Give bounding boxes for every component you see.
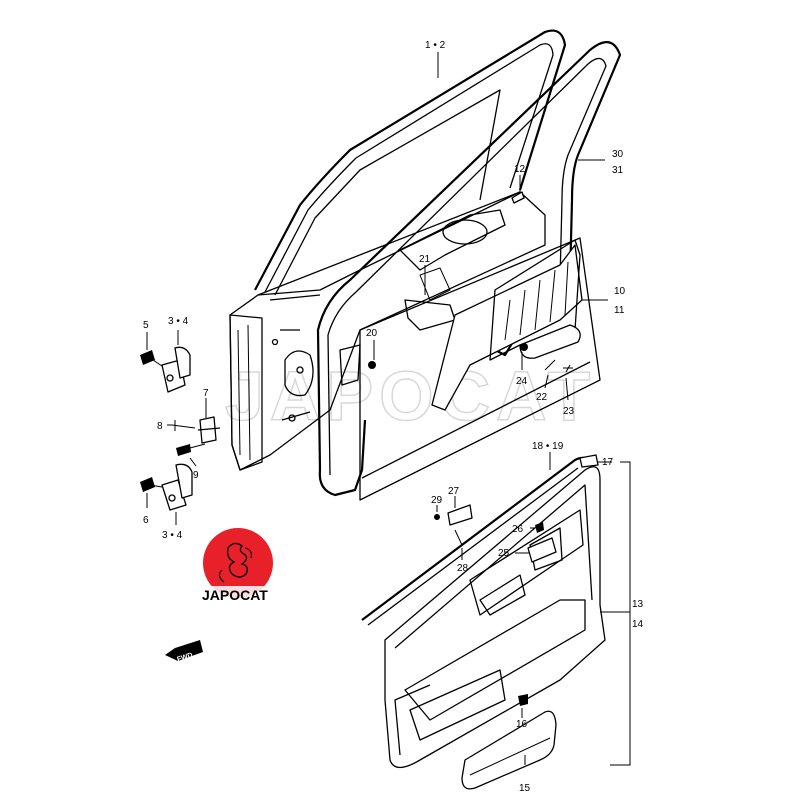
cap-17 (579, 454, 599, 468)
callout-18-19: 18 • 19 (532, 441, 564, 452)
callout-9: 9 (193, 470, 199, 481)
callout-3-4-lower: 3 • 4 (162, 530, 183, 541)
callout-15: 15 (519, 783, 531, 794)
brand-logo: JAPOCAT (198, 528, 280, 603)
clip-24 (520, 343, 528, 351)
door-check (197, 416, 221, 444)
window-regulator (489, 239, 581, 361)
screw-8 (171, 420, 196, 431)
callout-30: 30 (612, 149, 624, 160)
clip-20 (368, 361, 376, 369)
callout-23: 23 (563, 406, 575, 417)
lower-hinge (161, 463, 193, 511)
logo-cat-icon (226, 542, 248, 578)
upper-hinge (161, 346, 191, 393)
leader-lines (146, 52, 631, 766)
forward-direction-tag: FWD (165, 640, 203, 664)
callout-12: 12 (514, 164, 526, 175)
callout-16: 16 (516, 719, 528, 730)
handle-25 (527, 537, 557, 563)
callout-7: 7 (203, 388, 209, 399)
screw-22 (544, 359, 556, 371)
callout-31: 31 (612, 165, 624, 176)
callout-26: 26 (512, 524, 524, 535)
bolt-5 (140, 350, 163, 367)
callout-27: 27 (448, 486, 460, 497)
logo-red-circle (203, 528, 273, 598)
callout-25: 25 (498, 548, 510, 559)
callout-21: 21 (419, 254, 431, 265)
callout-14: 14 (632, 619, 644, 630)
callout-22: 22 (536, 392, 548, 403)
callout-1-2: 1 • 2 (425, 40, 446, 51)
clip-16 (518, 694, 528, 706)
door-shell (229, 29, 567, 471)
callout-20: 20 (366, 328, 378, 339)
callout-28: 28 (457, 563, 469, 574)
door-trim-panel (384, 466, 606, 769)
logo-wordmark: JAPOCAT (202, 587, 268, 603)
armrest (461, 710, 557, 790)
callout-5: 5 (143, 320, 149, 331)
fwd-label: FWD (176, 652, 193, 664)
bolt-6 (140, 477, 163, 492)
plug-12 (511, 191, 525, 204)
callout-11: 11 (614, 305, 625, 316)
callout-13: 13 (632, 599, 644, 610)
pin-9 (176, 443, 206, 456)
screw-26 (535, 522, 544, 533)
callout-10: 10 (614, 286, 626, 297)
callout-17: 17 (602, 457, 614, 468)
callout-labels: 1 • 2 30 31 12 21 10 11 20 24 22 23 5 3 … (143, 40, 644, 794)
callout-6: 6 (143, 515, 149, 526)
callout-3-4-upper: 3 • 4 (168, 316, 189, 327)
screw-23 (563, 364, 573, 373)
callout-24: 24 (516, 376, 528, 387)
callout-29: 29 (431, 495, 443, 506)
inside-handle-bezel (434, 504, 473, 546)
callout-8: 8 (157, 421, 163, 432)
